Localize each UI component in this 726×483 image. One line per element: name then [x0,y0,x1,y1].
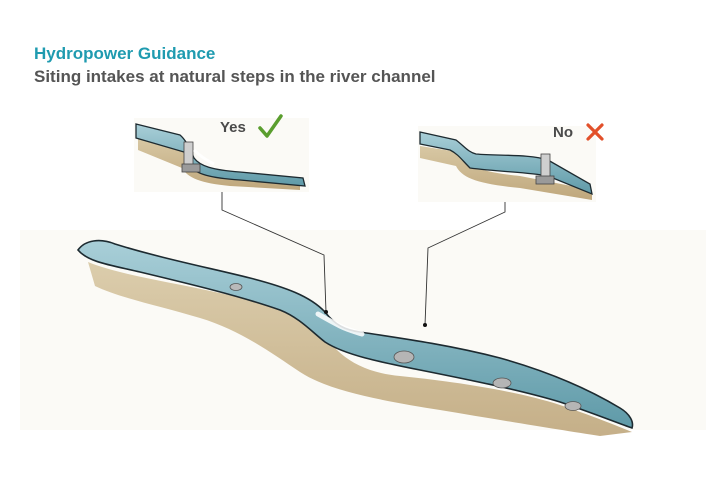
leader-dot-yes [324,310,328,314]
leader-line-yes [221,190,327,313]
intake-base [535,175,555,185]
inset-foam [192,148,215,166]
diagram-title: Hydropower Guidance [34,44,216,63]
step-foam [315,311,365,337]
leader-dot-no [423,323,427,327]
diagram-subtitle: Siting intakes at natural steps in the r… [34,67,436,86]
cross-icon [586,123,604,141]
inset-no [418,126,596,202]
no-label: No [553,124,573,141]
rock [229,283,243,291]
yes-label: Yes [220,119,246,136]
intake-base [181,163,201,173]
check-icon [258,114,283,138]
leader-line-no [424,198,506,326]
inset-water [419,131,593,196]
inset-yes [134,118,309,192]
rock [492,377,512,389]
rock [393,350,415,364]
main-river [76,239,634,436]
river-bank [88,262,632,436]
rock [564,401,582,411]
